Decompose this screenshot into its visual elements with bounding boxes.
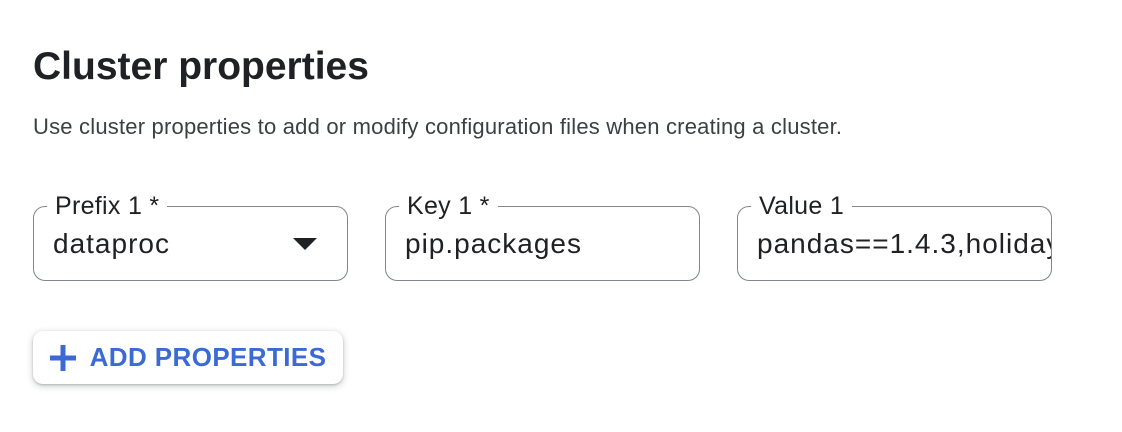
properties-fields-row: Prefix 1 * dataproc Key 1 * Value 1 <box>33 193 1052 281</box>
value-input[interactable] <box>757 227 1051 260</box>
key-field-label: Key 1 * <box>399 193 498 219</box>
add-properties-button[interactable]: ADD PROPERTIES <box>33 331 343 384</box>
plus-icon <box>49 344 76 371</box>
page-description: Use cluster properties to add or modify … <box>33 114 843 139</box>
dropdown-arrow-icon <box>293 237 317 250</box>
value-field-label: Value 1 <box>751 193 853 219</box>
prefix-selected-value: dataproc <box>53 227 170 259</box>
prefix-select[interactable]: Prefix 1 * dataproc <box>33 193 348 281</box>
add-properties-label: ADD PROPERTIES <box>89 342 327 372</box>
key-field: Key 1 * <box>385 193 700 281</box>
key-input[interactable] <box>405 227 699 260</box>
value-field: Value 1 <box>737 193 1052 281</box>
prefix-field-label: Prefix 1 * <box>47 193 168 219</box>
page-title: Cluster properties <box>33 45 369 89</box>
